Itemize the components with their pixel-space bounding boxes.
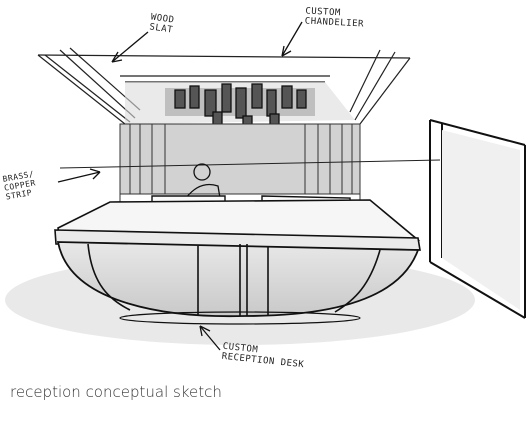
receptionist-figure (185, 163, 223, 211)
annotation-brass-copper-strip: BRASS/ COPPER STRIP (1, 169, 37, 202)
annotation-custom-chandelier: CUSTOM CHANDELIER (304, 6, 365, 30)
sketch-caption: reception conceptual sketch (10, 383, 222, 401)
annotation-wood-slat: WOOD SLAT (148, 12, 175, 36)
brass-strip-line (59, 159, 441, 169)
chandelier (165, 83, 315, 131)
annotation-leaders (57, 21, 303, 351)
right-wall-shade (442, 130, 520, 310)
reception-desk (54, 199, 421, 325)
back-wall (119, 123, 361, 230)
